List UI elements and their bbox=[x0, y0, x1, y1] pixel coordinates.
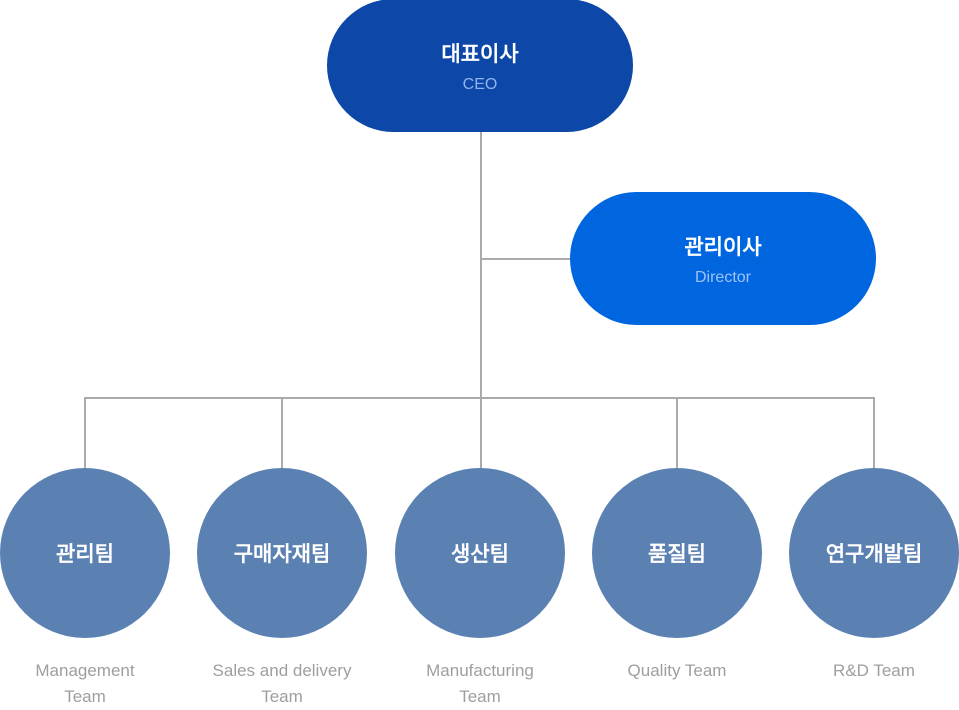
ceo-node: 대표이사 CEO bbox=[327, 0, 633, 132]
team-node-manufacturing: 생산팀 bbox=[395, 468, 565, 638]
team-title: 구매자재팀 bbox=[233, 543, 331, 566]
label-line: R&D Team bbox=[833, 661, 915, 680]
connector-team-3 bbox=[480, 398, 482, 469]
team-title: 관리팀 bbox=[56, 543, 114, 566]
team-node-rnd: 연구개발팀 bbox=[789, 468, 959, 638]
team-node-management: 관리팀 bbox=[0, 468, 170, 638]
connector-team-1 bbox=[84, 398, 86, 469]
label-line: Team bbox=[459, 687, 501, 706]
connector-teams-horizontal bbox=[84, 397, 875, 399]
connector-team-4 bbox=[676, 398, 678, 469]
ceo-subtitle: CEO bbox=[462, 75, 498, 93]
label-line: Sales and delivery bbox=[212, 661, 352, 680]
ceo-title: 대표이사 bbox=[441, 42, 519, 66]
label-line: Manufacturing bbox=[426, 661, 534, 680]
connector-director bbox=[481, 258, 571, 260]
team-title: 연구개발팀 bbox=[825, 543, 923, 566]
connector-team-5 bbox=[873, 398, 875, 469]
connector-team-2 bbox=[281, 398, 283, 469]
label-line: Team bbox=[64, 687, 106, 706]
label-line: Quality Team bbox=[627, 661, 727, 680]
director-title: 관리이사 bbox=[684, 235, 762, 259]
label-line: Team bbox=[261, 687, 303, 706]
team-title: 품질팀 bbox=[648, 543, 706, 566]
director-node: 관리이사 Director bbox=[570, 192, 876, 325]
team-node-quality: 품질팀 bbox=[592, 468, 762, 638]
label-line: Management bbox=[35, 661, 135, 680]
team-title: 생산팀 bbox=[451, 543, 509, 566]
team-label-rnd: R&D Team bbox=[779, 658, 959, 684]
team-node-sales: 구매자재팀 bbox=[197, 468, 367, 638]
team-label-quality: Quality Team bbox=[582, 658, 772, 684]
connector-ceo-vertical bbox=[480, 132, 482, 399]
director-subtitle: Director bbox=[694, 268, 751, 286]
